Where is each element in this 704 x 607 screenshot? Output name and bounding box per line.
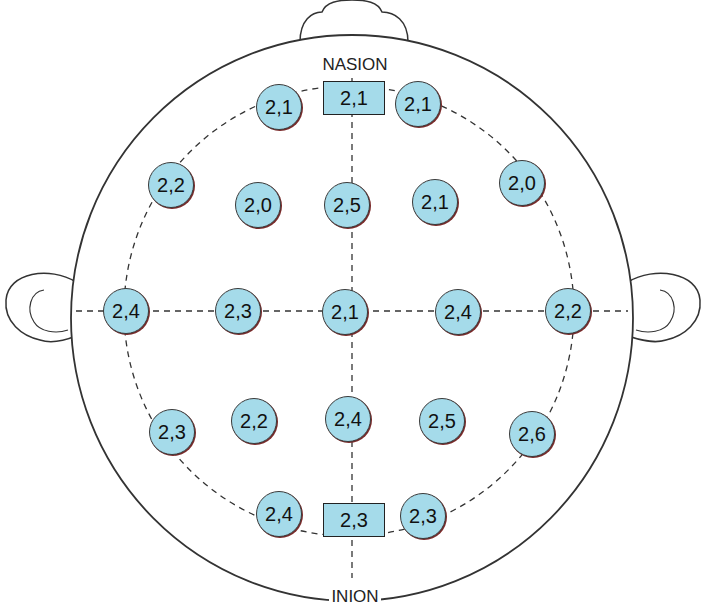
- electrode-circle: 2,1: [412, 179, 458, 225]
- electrode-circle: 2,4: [325, 396, 371, 442]
- reference-box: 2,1: [323, 81, 385, 115]
- electrode-value: 2,4: [112, 301, 140, 321]
- electrode-value: 2,3: [340, 510, 368, 530]
- electrode-value: 2,1: [265, 97, 293, 117]
- right-ear-inner: [636, 290, 674, 332]
- electrode-value: 2,5: [428, 411, 456, 431]
- electrode-circle: 2,3: [215, 288, 261, 334]
- right-ear: [628, 273, 700, 341]
- electrode-circle: 2,4: [256, 491, 302, 537]
- electrode-circle: 2,2: [545, 288, 591, 334]
- electrode-value: 2,4: [334, 409, 362, 429]
- landmark-label: INION: [329, 587, 380, 606]
- electrode-circle: 2,6: [509, 411, 555, 457]
- electrode-value: 2,3: [409, 506, 437, 526]
- left-ear-inner: [30, 290, 68, 332]
- electrode-value: 2,4: [444, 302, 472, 322]
- electrode-circle: 2,4: [103, 288, 149, 334]
- electrode-value: 2,1: [340, 88, 368, 108]
- electrode-circle: 2,3: [149, 409, 195, 455]
- electrode-circle: 2,5: [324, 182, 370, 228]
- landmark-label: NASION: [320, 55, 389, 74]
- electrode-value: 2,0: [244, 195, 272, 215]
- electrode-value: 2,1: [331, 302, 359, 322]
- electrode-value: 2,1: [404, 94, 432, 114]
- electrode-value: 2,6: [518, 424, 546, 444]
- electrode-value: 2,2: [240, 411, 268, 431]
- electrode-circle: 2,2: [231, 398, 277, 444]
- electrode-value: 2,3: [224, 301, 252, 321]
- reference-box: 2,3: [323, 503, 385, 537]
- electrode-circle: 2,1: [256, 84, 302, 130]
- electrode-circle: 2,0: [499, 160, 545, 206]
- head-circle: [71, 35, 633, 601]
- electrode-value: 2,0: [508, 173, 536, 193]
- electrode-value: 2,2: [554, 301, 582, 321]
- electrode-value: 2,3: [158, 422, 186, 442]
- electrode-value: 2,1: [421, 192, 449, 212]
- electrode-value: 2,4: [265, 504, 293, 524]
- electrode-circle: 2,5: [419, 398, 465, 444]
- electrode-value: 2,5: [333, 195, 361, 215]
- electrode-circle: 2,1: [395, 81, 441, 127]
- electrode-circle: 2,0: [235, 182, 281, 228]
- electrode-value: 2,2: [157, 175, 185, 195]
- left-ear: [6, 273, 76, 341]
- electrode-circle: 2,4: [435, 289, 481, 335]
- electrode-circle: 2,2: [148, 162, 194, 208]
- electrode-circle: 2,1: [322, 289, 368, 335]
- electrode-circle: 2,3: [400, 493, 446, 539]
